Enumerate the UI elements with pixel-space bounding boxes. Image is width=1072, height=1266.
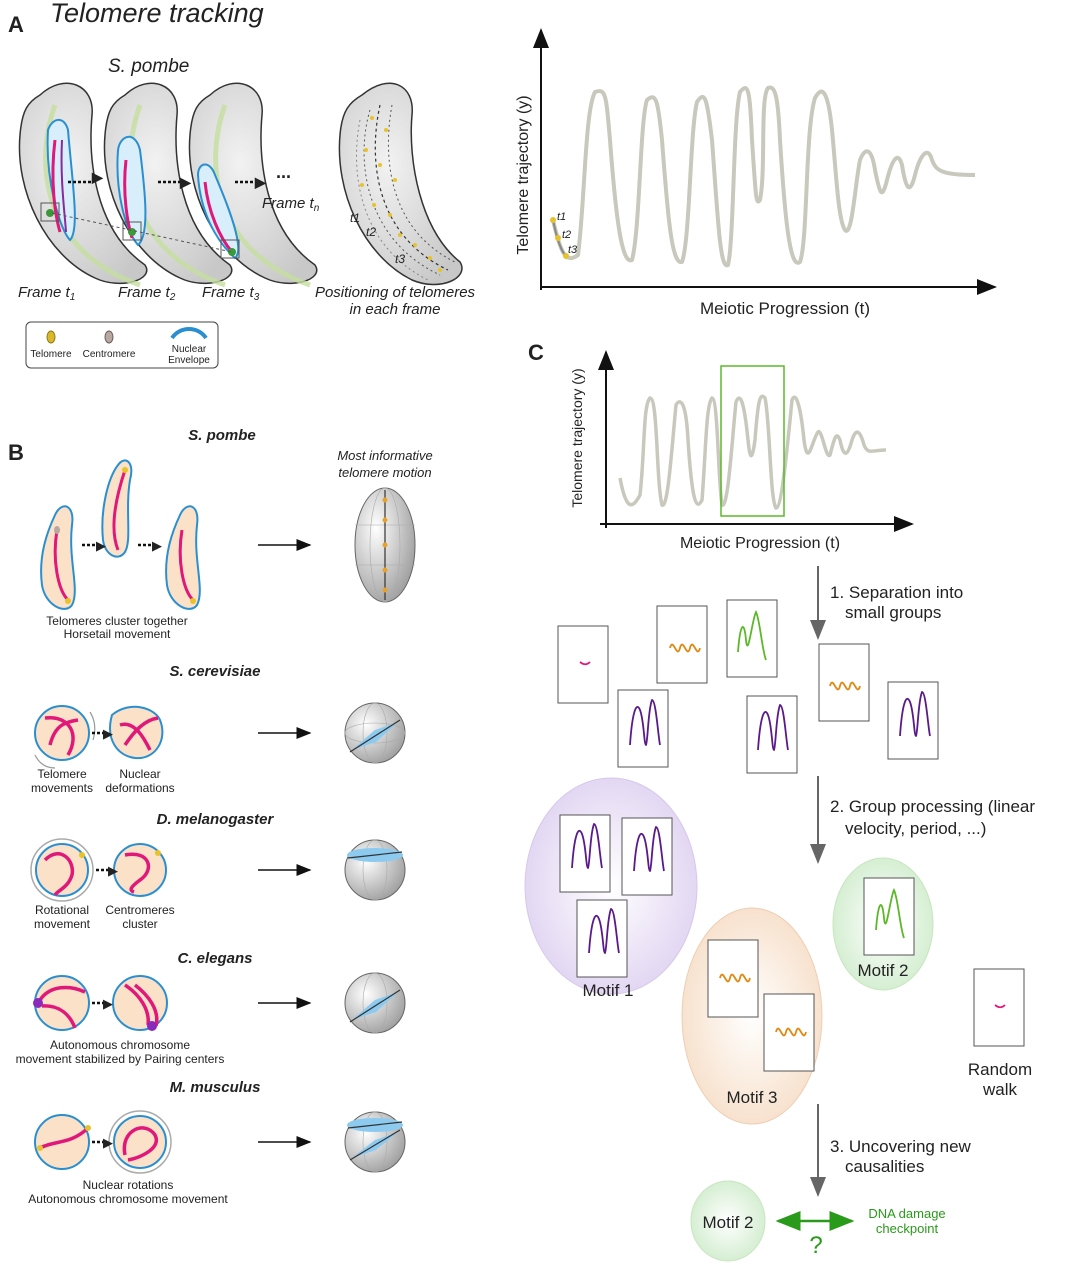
row-3-sphere (344, 839, 406, 901)
row-5-sphere (344, 1111, 406, 1173)
row-5-caption-2: Autonomous chromosome movement (28, 1192, 228, 1206)
question-mark: ? (809, 1232, 822, 1259)
row-3-left-2: movement (34, 917, 91, 931)
motif-1-cluster (524, 777, 698, 995)
row-4-species: C. elegans (177, 950, 252, 967)
row-5-species: M. musculus (170, 1079, 261, 1096)
legend-box (25, 321, 219, 369)
row-2-cells (34, 705, 164, 769)
row-4-caption-1: Autonomous chromosome (50, 1038, 190, 1052)
ellipsis: ... (276, 162, 291, 182)
trajectory-chart-c (598, 350, 914, 532)
chart-a-t2: t2 (562, 229, 571, 241)
legend-envelope-1: Nuclear (172, 344, 207, 355)
frame-2-label: Frame t2 (118, 284, 176, 303)
positioning-cell (338, 82, 463, 286)
position-t3: t3 (395, 252, 405, 266)
panel-a-species: S. pombe (108, 56, 189, 77)
group-boxes (557, 599, 939, 774)
row-5-caption-1: Nuclear rotations (83, 1178, 174, 1192)
row-1-species: S. pombe (188, 427, 256, 444)
row-1-cells (40, 459, 201, 610)
motif-2-label: Motif 2 (857, 961, 908, 980)
frame-3-label: Frame t3 (202, 284, 260, 303)
random-walk-1: Random (968, 1060, 1032, 1079)
panel-label-c: C (528, 340, 544, 365)
motif-3-label: Motif 3 (726, 1088, 777, 1107)
positioning-label-2: in each frame (350, 301, 441, 318)
arrow-glyph: ▶ (91, 169, 104, 185)
svg-text:▶: ▶ (254, 174, 267, 190)
legend-centromere: Centromere (83, 349, 136, 360)
telomere-legend-icon (46, 330, 56, 344)
svg-text:▶: ▶ (103, 996, 113, 1011)
row-2-right-1: Nuclear (119, 767, 160, 781)
centromere-legend-icon (104, 330, 114, 344)
row-2-species: S. cerevisiae (170, 663, 261, 680)
cell-frame-2 (103, 82, 233, 288)
final-motif-bubble (690, 1180, 766, 1262)
row-2-sphere (344, 702, 406, 764)
legend-telomere: Telomere (30, 349, 72, 360)
positioning-label-1: Positioning of telomeres (315, 284, 476, 301)
row-2-right-2: deformations (105, 781, 174, 795)
row-1-caption-2: Horsetail movement (64, 627, 171, 641)
frame-n-label: Frame tn (262, 195, 320, 214)
chart-c-ylabel: Telomere trajectory (y) (569, 368, 585, 507)
row-3-cells (30, 838, 167, 902)
legend-envelope-2: Envelope (168, 355, 210, 366)
row-3-right-2: cluster (122, 917, 157, 931)
step-2-line-2: velocity, period, ...) (845, 819, 986, 838)
panel-label-b: B (8, 440, 24, 465)
final-motif-label: Motif 2 (702, 1213, 753, 1232)
motif-1-label: Motif 1 (582, 981, 633, 1000)
row-4-cells (33, 975, 168, 1031)
row-3-left-1: Rotational (35, 903, 89, 917)
row-4-sphere (344, 972, 406, 1034)
chart-a-t1: t1 (557, 211, 566, 223)
cell-frame-3 (188, 82, 318, 288)
step-3-line-1: 3. Uncovering new (830, 1137, 972, 1156)
trajectory-chart-a (533, 28, 997, 295)
position-t1: t1 (350, 211, 360, 225)
step-2-line-1: 2. Group processing (linear (830, 797, 1035, 816)
chart-a-t3: t3 (568, 244, 578, 256)
svg-text:▶: ▶ (103, 726, 113, 741)
svg-text:▶: ▶ (108, 863, 118, 878)
row-1-caption-1: Telomeres cluster together (46, 614, 187, 628)
dna-damage-2: checkpoint (876, 1221, 939, 1236)
chart-a-ylabel: Telomere trajectory (y) (515, 95, 532, 254)
row-3-species: D. melanogaster (157, 811, 275, 828)
row-2-left-1: Telomere (37, 767, 87, 781)
row-4-caption-2: movement stabilized by Pairing centers (16, 1052, 225, 1066)
chart-a-xlabel: Meiotic Progression (t) (700, 299, 870, 318)
svg-text:▶: ▶ (96, 538, 106, 553)
cell-frame-1 (18, 82, 148, 288)
figure-title: Telomere tracking (50, 0, 264, 28)
nuclear-envelope-legend-icon (170, 327, 208, 340)
svg-text:▶: ▶ (103, 1135, 113, 1150)
chart-c-xlabel: Meiotic Progression (t) (680, 535, 840, 552)
dna-damage-1: DNA damage (868, 1206, 945, 1221)
frame-1-label: Frame t1 (18, 284, 75, 303)
motif-2-cluster (832, 857, 934, 991)
svg-text:▶: ▶ (152, 538, 162, 553)
row-5-cells (34, 1110, 172, 1174)
step-1-line-1: 1. Separation into (830, 583, 963, 602)
panel-b-header-2: telomere motion (338, 465, 431, 480)
panel-b-header-1: Most informative (337, 448, 432, 463)
panel-label-a: A (8, 12, 24, 37)
random-walk-2: walk (982, 1080, 1018, 1099)
random-walk-box (973, 968, 1025, 1047)
row-2-left-2: movements (31, 781, 93, 795)
position-t2: t2 (366, 225, 376, 239)
row-3-right-1: Centromeres (105, 903, 174, 917)
step-3-line-2: causalities (845, 1157, 924, 1176)
svg-text:▶: ▶ (179, 174, 192, 190)
motif-3-cluster (681, 907, 823, 1125)
step-1-line-2: small groups (845, 603, 941, 622)
row-1-sphere (354, 487, 416, 603)
